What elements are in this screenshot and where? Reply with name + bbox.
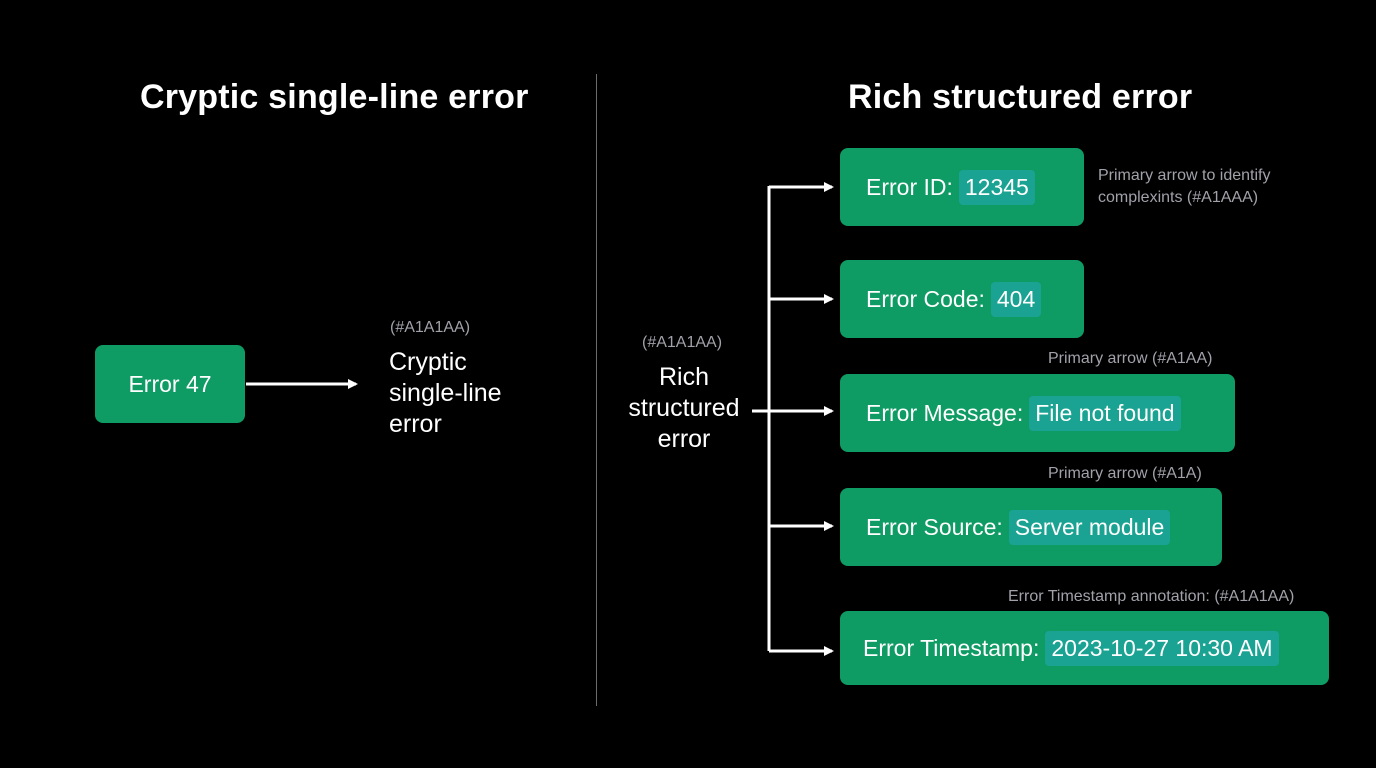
error-code-box: Error Code: 404 <box>840 260 1084 338</box>
error-id-annotation: Primary arrow to identify complexints (#… <box>1098 167 1271 206</box>
error-id-label: Error ID: <box>866 173 953 200</box>
error-source-annotation: Primary arrow (#A1A) <box>1048 465 1202 482</box>
cryptic-error-box: Error 47 <box>95 345 245 423</box>
right-description: Rich structured error <box>628 363 740 453</box>
error-code-value: 404 <box>990 281 1042 317</box>
right-panel-title: Rich structured error <box>848 78 1193 116</box>
left-description: Cryptic single-line error <box>389 348 502 438</box>
error-timestamp-annotation: Error Timestamp annotation: (#A1A1AA) <box>1008 588 1295 605</box>
left-color-caption: (#A1A1AA) <box>390 319 471 336</box>
error-source-label: Error Source: <box>866 513 1003 540</box>
error-timestamp-box: Error Timestamp: 2023-10-27 10:30 AM <box>840 611 1329 685</box>
error-source-box: Error Source: Server module <box>840 488 1222 566</box>
error-message-value: File not found <box>1029 395 1181 431</box>
left-panel-title: Cryptic single-line error <box>140 78 529 116</box>
error-message-label: Error Message: <box>866 399 1024 426</box>
error-timestamp-value: 2023-10-27 10:30 AM <box>1045 630 1279 666</box>
right-color-caption: (#A1A1AA) <box>642 334 723 351</box>
error-message-annotation: Primary arrow (#A1AA) <box>1048 350 1213 367</box>
panel-divider <box>596 74 597 706</box>
error-id-value: 12345 <box>958 169 1035 205</box>
error-timestamp-label: Error Timestamp: <box>863 634 1040 661</box>
error-message-box: Error Message: File not found <box>840 374 1235 452</box>
cryptic-error-label: Error 47 <box>128 370 212 397</box>
error-code-label: Error Code: <box>866 285 985 312</box>
error-source-value: Server module <box>1008 509 1171 545</box>
error-id-box: Error ID: 12345 <box>840 148 1084 226</box>
